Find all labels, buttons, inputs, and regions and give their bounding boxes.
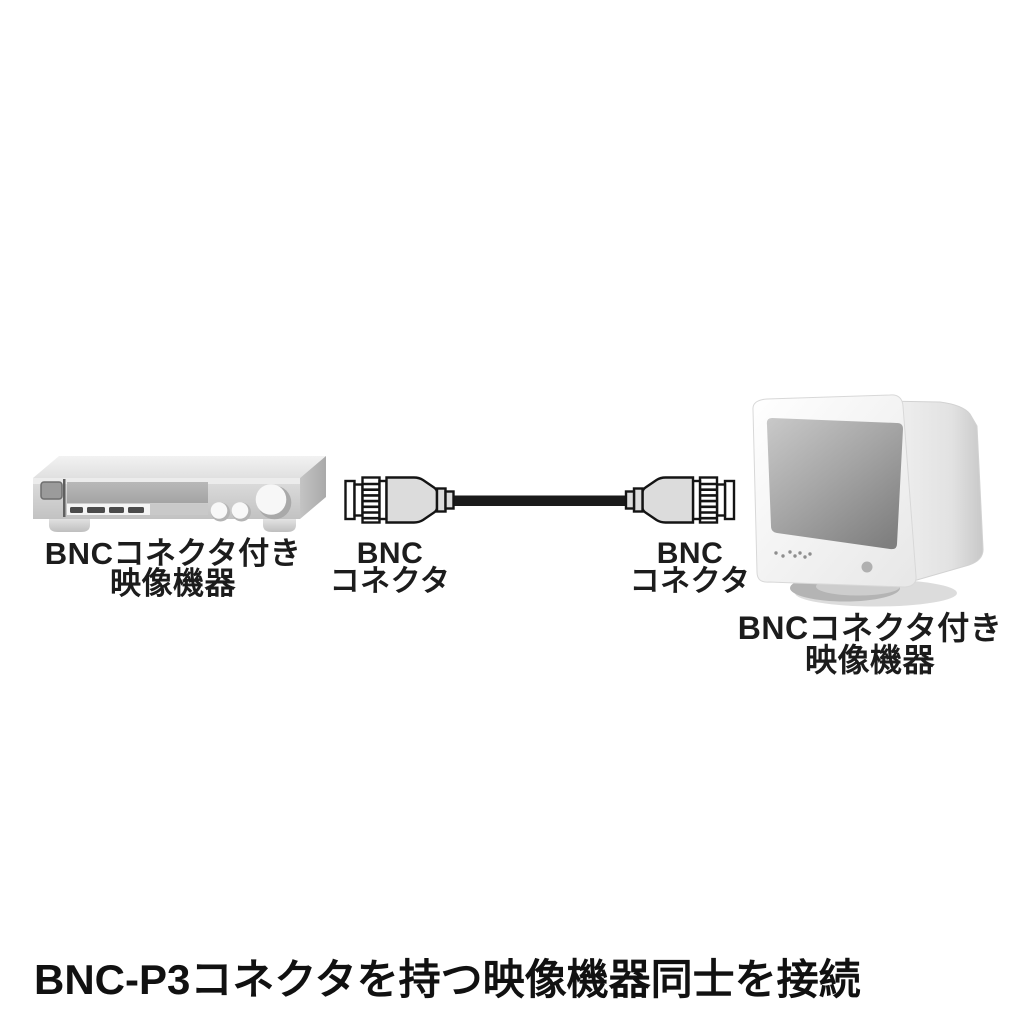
right-device-label: BNCコネクタ付き 映像機器 xyxy=(738,612,1003,676)
caption-text: BNC-P3コネクタを持つ映像機器同士を接続 xyxy=(34,956,861,1003)
device-button-strip xyxy=(67,504,150,515)
device-front-top-strip xyxy=(33,478,300,484)
bnc-connector-right-label-line2: コネクタ xyxy=(629,565,751,598)
bnc-connector-left-label-line2: コネクタ xyxy=(329,565,451,598)
device-transport-buttons xyxy=(70,507,144,513)
bnc-cable-illustration xyxy=(344,476,736,524)
bnc-connector-right-label: BNC コネクタ xyxy=(629,537,751,598)
device-panel-divider xyxy=(63,479,66,517)
device-knob-small-1 xyxy=(210,502,230,522)
bnc-connector-left-label: BNC コネクタ xyxy=(329,537,451,598)
bnc-connector-right-label-line1: BNC xyxy=(656,537,724,570)
left-device-label-line1: BNCコネクタ付き xyxy=(44,536,302,571)
device-display-window xyxy=(67,482,208,503)
device-knob-small-2 xyxy=(231,502,251,522)
bnc-connector-left-label-line1: BNC xyxy=(356,537,424,570)
monitor-control-dots xyxy=(774,550,812,559)
cable-cord xyxy=(450,495,630,506)
device-foot-right xyxy=(263,518,296,532)
video-device-left-illustration xyxy=(33,456,326,532)
device-lower-strip xyxy=(150,504,208,515)
monitor-screen xyxy=(766,418,903,550)
device-top-face xyxy=(33,456,326,478)
device-eject-button xyxy=(40,481,63,500)
device-knob-large xyxy=(255,484,292,520)
crt-monitor-illustration xyxy=(752,394,984,607)
device-side-face xyxy=(300,456,326,519)
bnc-connector-left xyxy=(344,476,455,524)
bnc-connector-right xyxy=(624,476,736,524)
monitor-power-button xyxy=(861,561,873,573)
device-foot-left xyxy=(49,517,90,532)
left-device-label: BNCコネクタ付き 映像機器 xyxy=(44,536,302,601)
right-device-label-line1: BNCコネクタ付き xyxy=(737,610,1003,646)
left-device-label-line2: 映像機器 xyxy=(109,566,236,601)
right-device-label-line2: 映像機器 xyxy=(804,642,935,678)
